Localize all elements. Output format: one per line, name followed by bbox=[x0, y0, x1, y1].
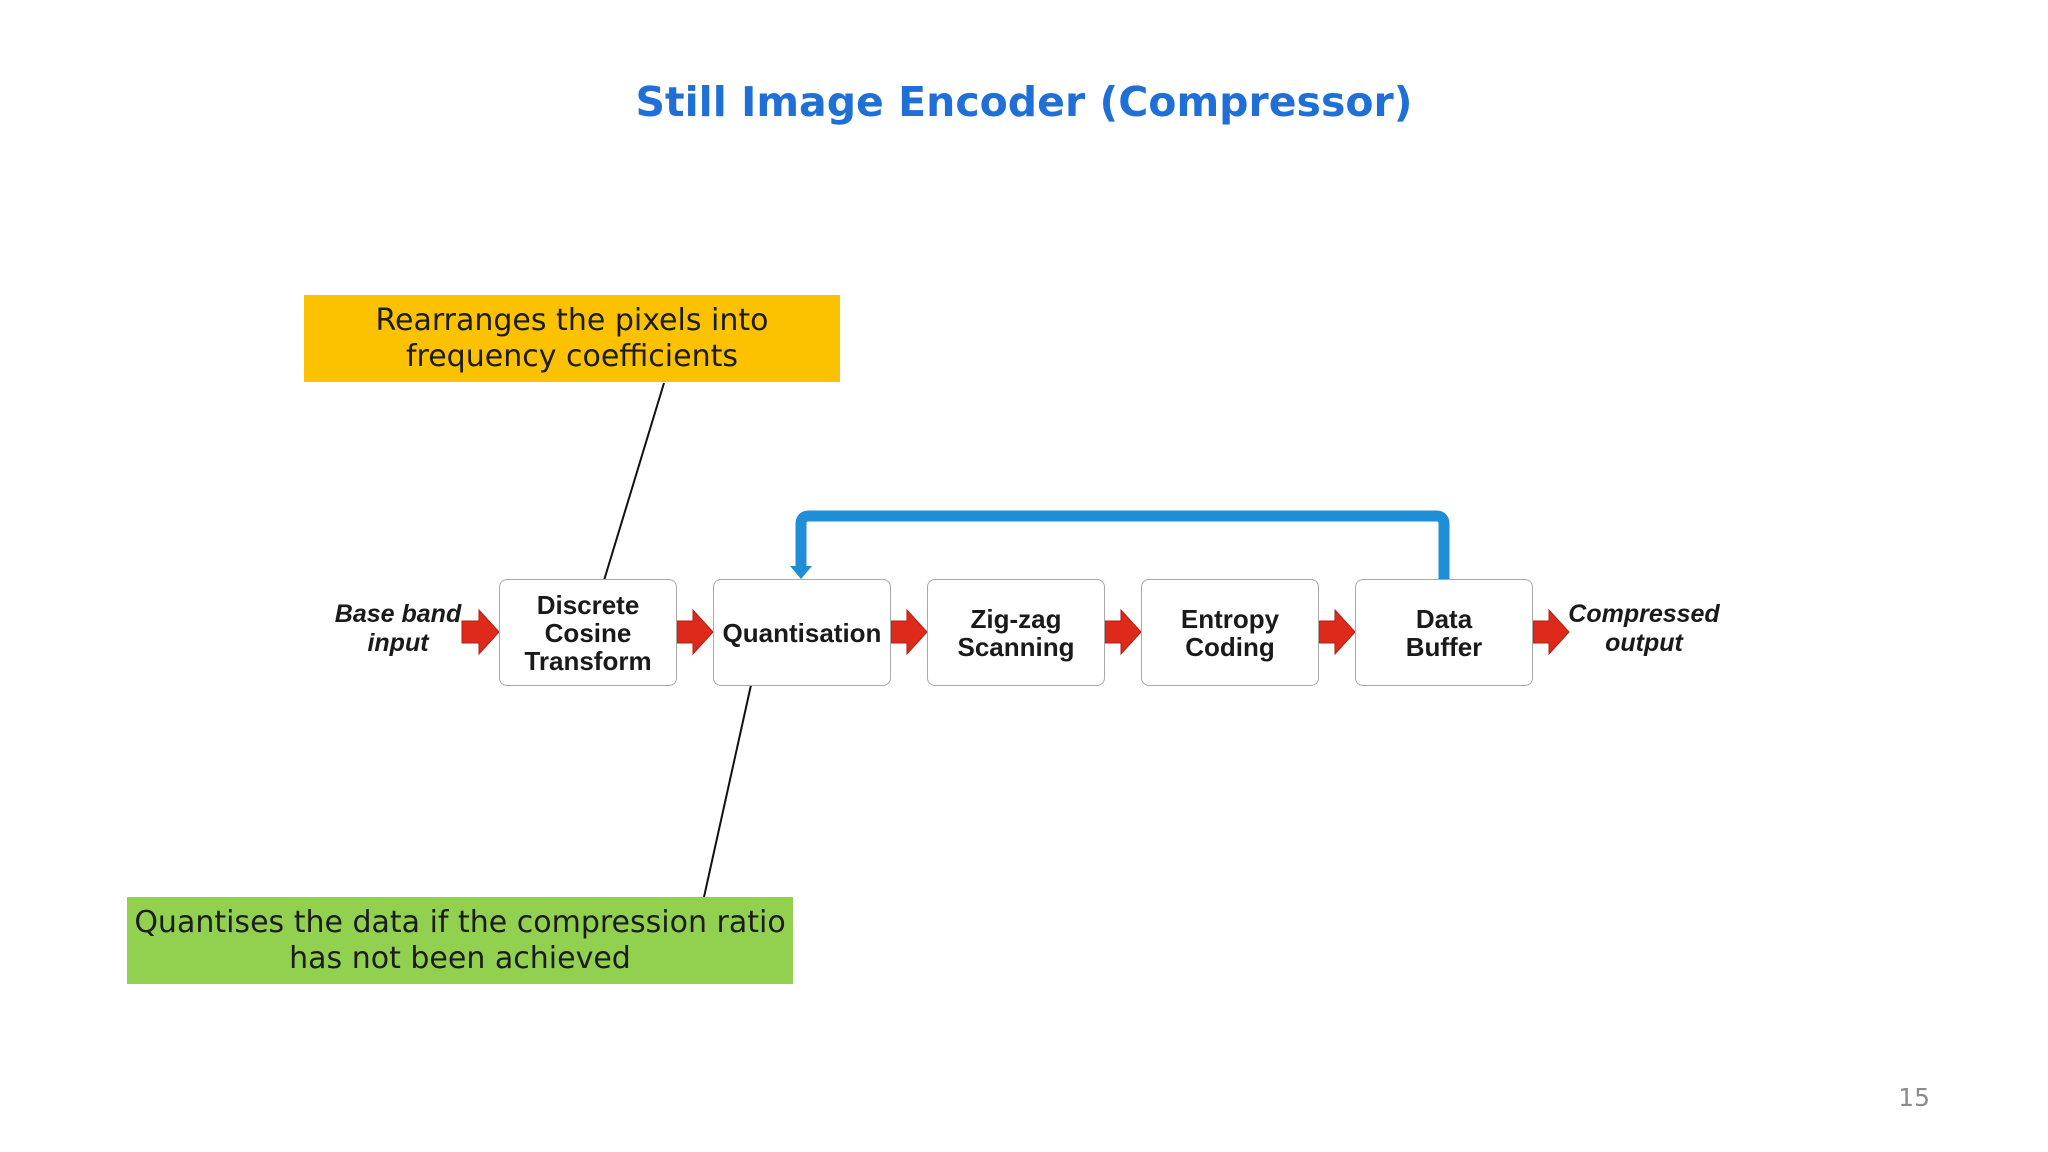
input-label: Base band input bbox=[326, 600, 470, 658]
output-label-line2: output bbox=[1605, 629, 1683, 657]
callout-dct: Rearranges the pixels into frequency coe… bbox=[304, 295, 840, 382]
callout-quant-line1: Quantises the data if the compression ra… bbox=[134, 904, 786, 940]
block-dct: Discrete Cosine Transform bbox=[499, 579, 677, 686]
block-entropy-line2: Coding bbox=[1185, 631, 1275, 662]
page-number: 15 bbox=[1898, 1083, 1930, 1112]
flow-arrow-input bbox=[461, 608, 500, 656]
input-label-line2: input bbox=[367, 629, 429, 657]
block-zigzag-line1: Zig-zag bbox=[970, 603, 1062, 634]
callout-quantisation: Quantises the data if the compression ra… bbox=[127, 897, 793, 984]
flow-arrow-quant-to-zigzag bbox=[890, 608, 928, 656]
callout-dct-line2: frequency coefficients bbox=[405, 338, 738, 374]
block-buffer-line1: Data bbox=[1415, 603, 1473, 634]
flow-arrow-zigzag-to-entropy bbox=[1104, 608, 1142, 656]
callout-quant-leader bbox=[703, 666, 756, 898]
block-zigzag: Zig-zag Scanning bbox=[927, 579, 1105, 686]
feedback-loop-arrow bbox=[795, 510, 1450, 579]
flow-arrow-entropy-to-buffer bbox=[1318, 608, 1356, 656]
block-quant-line1: Quantisation bbox=[722, 617, 882, 648]
block-dct-line2: Cosine bbox=[544, 617, 632, 648]
callout-quant-line2: has not been achieved bbox=[289, 940, 631, 976]
callout-dct-line1: Rearranges the pixels into bbox=[375, 302, 769, 338]
block-quantisation: Quantisation bbox=[713, 579, 891, 686]
block-zigzag-line2: Scanning bbox=[957, 631, 1075, 662]
output-label: Compressed output bbox=[1560, 600, 1728, 658]
block-entropy-line1: Entropy bbox=[1180, 603, 1280, 634]
block-data-buffer: Data Buffer bbox=[1355, 579, 1533, 686]
flow-arrow-output bbox=[1532, 608, 1570, 656]
slide-title: Still Image Encoder (Compressor) bbox=[635, 78, 1413, 126]
input-label-line1: Base band bbox=[334, 600, 462, 628]
block-buffer-line2: Buffer bbox=[1405, 631, 1483, 662]
feedback-loop-arrowhead bbox=[790, 566, 812, 579]
output-label-line1: Compressed bbox=[1568, 600, 1720, 628]
flow-arrow-dct-to-quant bbox=[676, 608, 714, 656]
callout-dct-leader bbox=[601, 382, 665, 588]
block-entropy: Entropy Coding bbox=[1141, 579, 1319, 686]
block-dct-line1: Discrete bbox=[536, 589, 640, 620]
block-dct-line3: Transform bbox=[524, 645, 652, 676]
